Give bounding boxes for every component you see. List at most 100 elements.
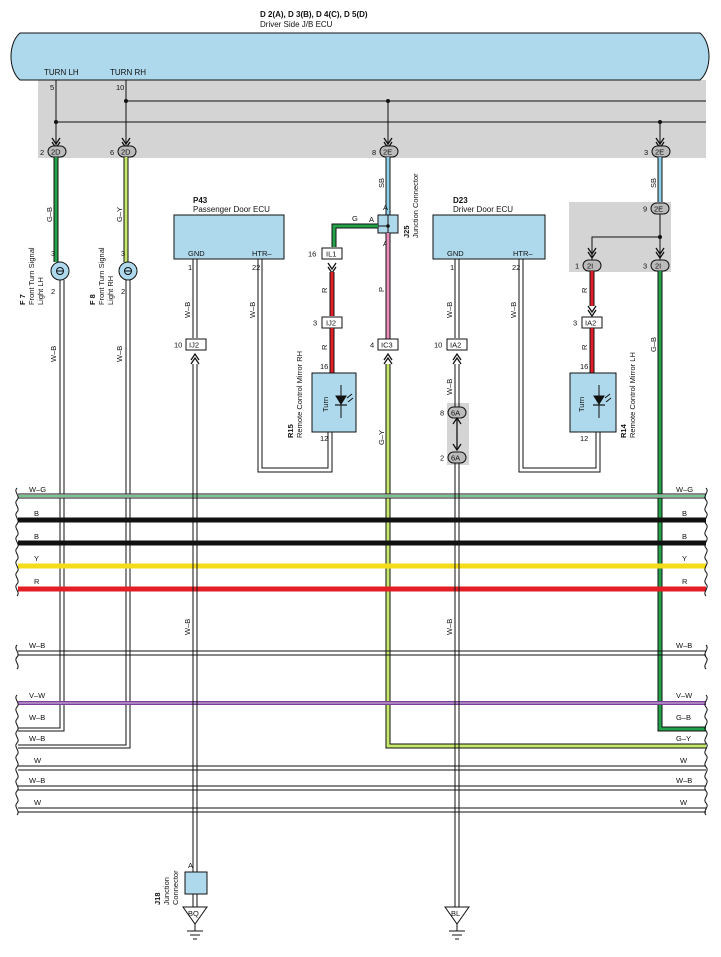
jb-ecu-box [10, 32, 710, 81]
wire-w-b-f8-return [18, 280, 131, 749]
p43-name: Passenger Door ECU [193, 205, 270, 214]
svg-text:IJ2: IJ2 [189, 341, 199, 350]
d23-pin-htr: 22 [512, 263, 520, 272]
d23-pin-gnd: 1 [450, 263, 454, 272]
bus-label-right: W [680, 798, 688, 807]
bus-label-right: Y [682, 554, 687, 563]
r15-box [311, 372, 357, 433]
f8-bulb-icon [118, 261, 138, 281]
junction-dot [54, 120, 58, 124]
svg-text:3: 3 [313, 319, 317, 328]
bus-label-left: B [34, 509, 39, 518]
wire-g-y-to-bus [385, 364, 706, 749]
pin-no-10: 10 [116, 83, 124, 92]
ia2-arrow [452, 352, 462, 365]
svg-text:2: 2 [40, 148, 44, 157]
r15-turn-label: Turn [321, 397, 330, 412]
j25-label: J25 Junction Connector [402, 173, 420, 238]
junction-dot [386, 99, 390, 103]
bus-label-left: W–B [29, 776, 45, 785]
wire-label-g-y: G–Y [115, 207, 124, 222]
wire-label-sb-right: SB [649, 178, 658, 188]
bus-labels: W–G W–G B B B B Y Y R R W–B W–B V–W V–W … [29, 485, 693, 807]
svg-text:Remote Control Mirror RH: Remote Control Mirror RH [295, 351, 304, 438]
wire-label-w-b-f8: W–B [115, 346, 124, 362]
svg-text:J18: J18 [153, 892, 162, 905]
svg-text:3: 3 [643, 262, 647, 271]
svg-text:Connector: Connector [171, 870, 180, 905]
svg-text:8: 8 [372, 148, 376, 157]
r14-pin-top: 16 [580, 362, 588, 371]
jb-internal-wires [55, 80, 706, 146]
f8-label: F 8 Front Turn Signal Light RH [88, 247, 115, 305]
bus-label-right: W–B [676, 776, 692, 785]
ic3-connector: IC3 4 [370, 338, 399, 351]
pin-turn-rh: TURN RH [110, 68, 146, 77]
svg-text:2: 2 [440, 454, 444, 463]
svg-text:Light RH: Light RH [106, 276, 115, 305]
r15-pin-bot: 12 [320, 434, 328, 443]
ij2-rh-connector: IJ2 3 [313, 316, 343, 329]
svg-text:6A: 6A [451, 454, 460, 463]
ia2-lh-arrow [587, 305, 597, 318]
j18-box [184, 871, 208, 895]
il1-arrow [327, 262, 337, 275]
d23-gnd-wire-2 [454, 364, 460, 407]
junction-dot [386, 224, 390, 228]
svg-text:IJ2: IJ2 [326, 319, 336, 328]
bus-label-left: W [34, 756, 42, 765]
lh-arrows [587, 247, 665, 260]
2e-9-connector: 2E 9 [643, 202, 670, 215]
d23-box [432, 214, 546, 260]
p43-htr: HTR– [252, 249, 272, 258]
bus-label-left: Y [34, 554, 39, 563]
d23-htr-wire-label: W–B [509, 302, 518, 318]
svg-text:R15: R15 [286, 424, 295, 438]
svg-text:2E: 2E [654, 205, 663, 214]
p43-pin-gnd: 1 [188, 263, 192, 272]
j18-pin: A [188, 861, 193, 870]
led-icon [335, 385, 354, 418]
svg-text:3: 3 [644, 148, 648, 157]
wire-label-g-y-ic3: G–Y [377, 430, 386, 445]
f7-pin-top: 3 [51, 249, 55, 258]
svg-text:3: 3 [573, 319, 577, 328]
svg-text:4: 4 [370, 341, 374, 350]
ground-wire-bl [454, 463, 460, 907]
d23-wire-label-2: W–B [445, 379, 454, 395]
svg-text:10: 10 [434, 341, 442, 350]
ground-wire-bq [192, 364, 198, 872]
wire-label-w-b-f7: W–B [49, 346, 58, 362]
ij2-arrow [190, 352, 200, 365]
ground-bq-icon: BQ [182, 906, 208, 940]
jb-connector-2d-lh: 2D 2 [40, 145, 67, 158]
junction-dot [658, 120, 662, 124]
svg-text:BQ: BQ [188, 909, 199, 918]
svg-text:Remote Control Mirror LH: Remote Control Mirror LH [628, 352, 637, 438]
bus-label-left: B [34, 532, 39, 541]
ground-bl-icon: BL [444, 906, 470, 940]
bus-label-right: G–B [676, 713, 691, 722]
svg-text:R14: R14 [619, 423, 628, 438]
svg-text:BL: BL [451, 909, 460, 918]
bus-label-left: W–B [29, 713, 45, 722]
svg-text:2D: 2D [51, 148, 61, 157]
d23-id: D23 [453, 196, 468, 205]
6a-top-connector: 6A 8 [440, 406, 467, 419]
f7-label: F 7 Front Turn Signal Light LH [18, 247, 45, 305]
svg-text:IL1: IL1 [326, 250, 336, 259]
jb-connectors-label: D 2(A), D 3(B), D 4(C), D 5(D) [260, 10, 368, 19]
junction-dot [658, 235, 662, 239]
bus-label-right: W [680, 756, 688, 765]
p43-htr-wire-label: W–B [248, 302, 257, 318]
svg-text:Junction Connector: Junction Connector [411, 173, 420, 238]
pin-turn-lh: TURN LH [44, 68, 79, 77]
wire-label-r: R [320, 287, 329, 293]
ij2-connector: IJ2 10 [174, 338, 207, 351]
bus-label-right: B [682, 509, 687, 518]
bus-label-right: G–Y [676, 734, 691, 743]
svg-text:10: 10 [174, 341, 182, 350]
wire-g-to-mirror-rh [331, 223, 378, 247]
bus-label-right: B [682, 532, 687, 541]
